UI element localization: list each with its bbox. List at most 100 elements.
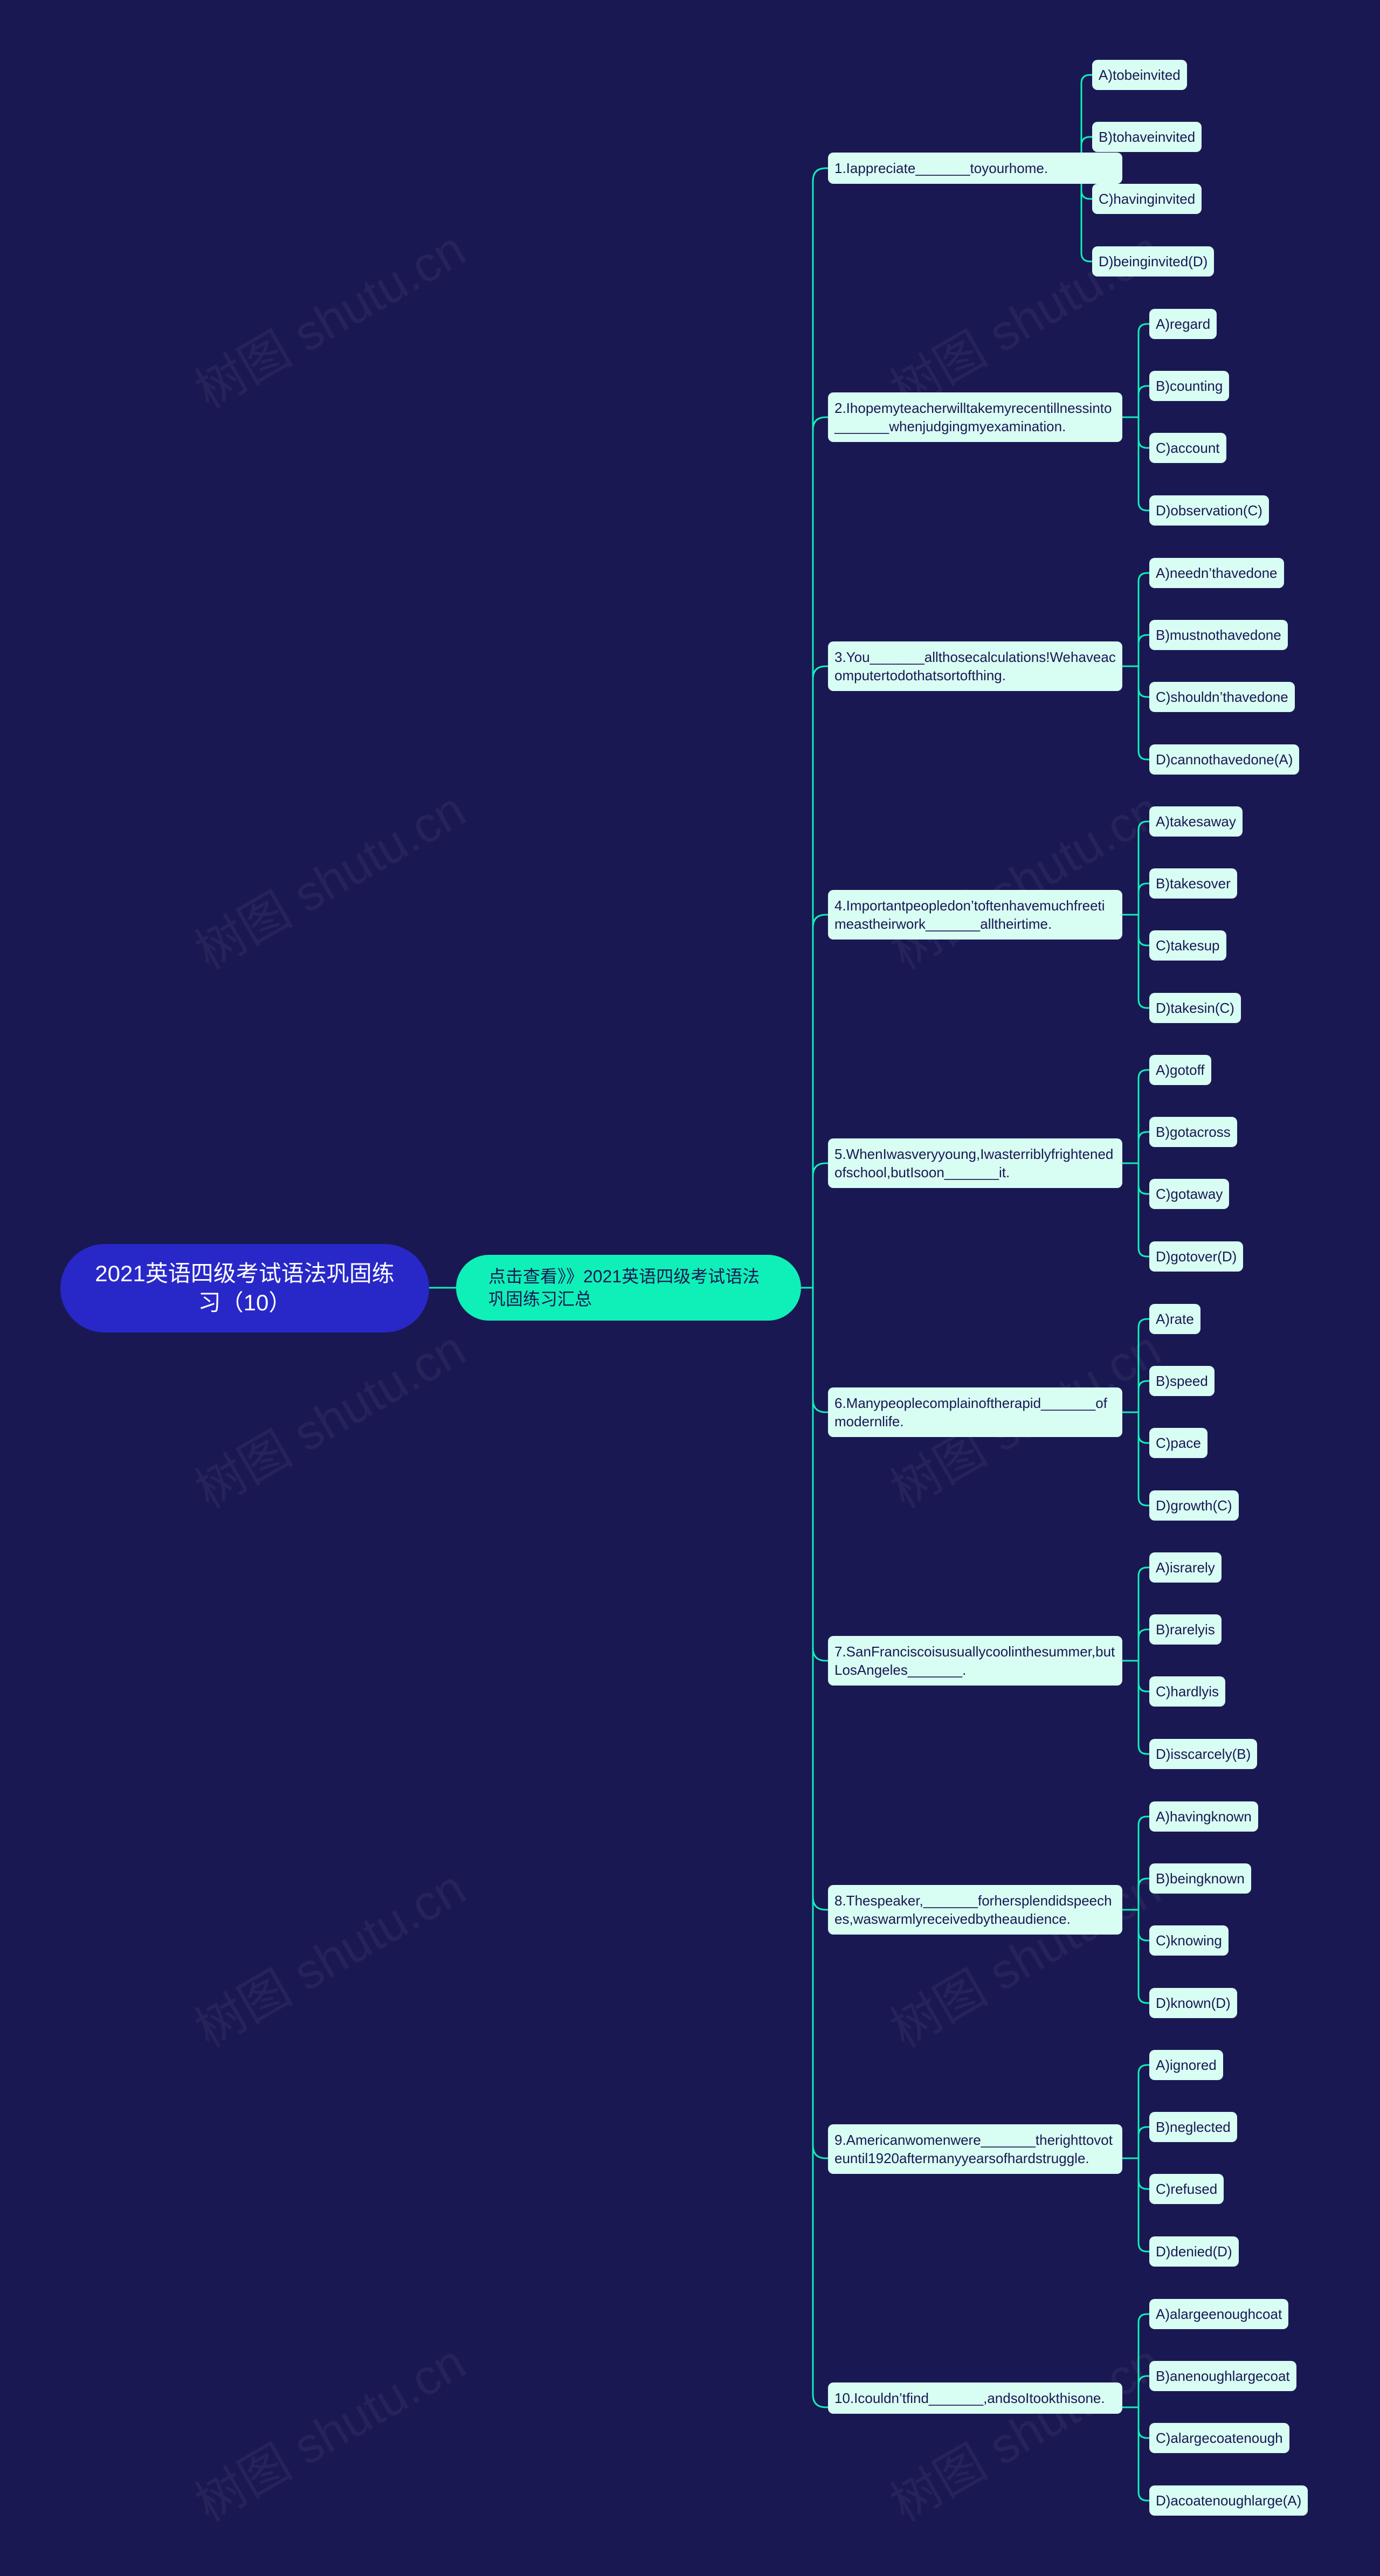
option-node[interactable]: B)gotacross (1149, 1117, 1237, 1147)
option-node[interactable]: D)known(D) (1149, 1988, 1237, 2018)
option-node[interactable]: D)observation(C) (1149, 495, 1269, 526)
question-node[interactable]: 6.Manypeoplecomplainoftherapid_______ofm… (828, 1387, 1122, 1437)
option-link (1137, 882, 1149, 915)
option-link (1137, 2064, 1149, 2158)
option-link (1137, 2126, 1149, 2158)
question-node[interactable]: 3.You_______allthosecalculations!Wehavea… (828, 641, 1122, 691)
option-link (1137, 1163, 1149, 1258)
trunk-branch-link (812, 1288, 828, 1413)
trunk-branch-link (812, 665, 828, 1288)
option-node[interactable]: D)isscarcely(B) (1149, 1739, 1258, 1769)
option-link (1137, 634, 1149, 666)
option-link (1137, 417, 1149, 512)
option-node[interactable]: B)tohaveinvited (1092, 122, 1202, 152)
question-node[interactable]: 1.Iappreciate_______toyourhome. (828, 153, 1122, 184)
option-node[interactable]: A)rate (1149, 1304, 1200, 1334)
option-node[interactable]: A)israrely (1149, 1552, 1222, 1583)
option-link (1137, 2158, 1149, 2190)
option-link (1137, 1815, 1149, 1910)
option-node[interactable]: C)hardlyis (1149, 1676, 1226, 1707)
question-node[interactable]: 9.Americanwomenwere_______therighttovote… (828, 2124, 1122, 2174)
hub-topic-label: 点击查看》》2021英语四级考试语法巩固练习汇总 (488, 1267, 760, 1309)
option-link (1137, 1628, 1149, 1661)
option-node[interactable]: A)ignored (1149, 2050, 1223, 2080)
option-link (1137, 1910, 1149, 2004)
option-node[interactable]: C)havinginvited (1092, 184, 1202, 214)
option-link (1137, 915, 1149, 947)
option-link (1137, 820, 1149, 915)
option-link (1137, 915, 1149, 1009)
question-node[interactable]: 2.Ihopemyteacherwilltakemyrecentillnessi… (828, 392, 1122, 442)
option-link (1137, 1566, 1149, 1661)
option-node[interactable]: C)pace (1149, 1428, 1208, 1458)
question-node[interactable]: 4.Importantpeopledon’toftenhavemuchfreet… (828, 890, 1122, 940)
option-node[interactable]: A)gotoff (1149, 1055, 1211, 1085)
option-node[interactable]: B)counting (1149, 371, 1230, 401)
option-link (1137, 2407, 1149, 2502)
option-node[interactable]: B)rarelyis (1149, 1614, 1222, 1645)
option-node[interactable]: C)knowing (1149, 1925, 1229, 1956)
option-link (1080, 136, 1092, 168)
option-link (1137, 2407, 1149, 2439)
question-node[interactable]: 5.WhenIwasveryyoung,Iwasterriblyfrighten… (828, 1138, 1122, 1188)
option-node[interactable]: A)alargeenoughcoat (1149, 2299, 1289, 2329)
option-node[interactable]: C)account (1149, 433, 1226, 463)
option-node[interactable]: A)regard (1149, 309, 1217, 339)
option-node[interactable]: D)gotover(D) (1149, 1241, 1244, 1272)
option-node[interactable]: D)beinginvited(D) (1092, 246, 1215, 277)
option-link (1137, 417, 1149, 449)
option-link (1137, 1661, 1149, 1693)
option-node[interactable]: D)cannothavedone(A) (1149, 744, 1300, 775)
option-link (1137, 1318, 1149, 1412)
option-node[interactable]: B)neglected (1149, 2112, 1237, 2142)
option-node[interactable]: A)tobeinvited (1092, 60, 1187, 90)
option-link (1137, 572, 1149, 666)
option-node[interactable]: B)speed (1149, 1366, 1215, 1396)
option-link (1137, 2313, 1149, 2407)
option-node[interactable]: B)beingknown (1149, 1863, 1251, 1894)
trunk-branch-link (812, 167, 828, 1288)
option-link (1137, 1910, 1149, 1942)
trunk-branch-link (812, 914, 828, 1288)
option-link (1137, 1412, 1149, 1444)
option-node[interactable]: D)denied(D) (1149, 2236, 1239, 2267)
option-node[interactable]: C)refused (1149, 2174, 1224, 2204)
option-node[interactable]: B)takesover (1149, 868, 1237, 899)
trunk-branch-link (812, 1288, 828, 2408)
hub-topic-link[interactable]: 点击查看》》2021英语四级考试语法巩固练习汇总 (456, 1255, 801, 1321)
option-link (1137, 1380, 1149, 1412)
option-link (1137, 2375, 1149, 2407)
option-link (1137, 1412, 1149, 1507)
option-link (1080, 168, 1092, 263)
option-link (1137, 323, 1149, 417)
option-node[interactable]: B)anenoughlargecoat (1149, 2361, 1296, 2391)
trunk-branch-link (812, 1288, 828, 1662)
option-node[interactable]: C)gotaway (1149, 1179, 1230, 1209)
option-node[interactable]: C)shouldn’thavedone (1149, 682, 1295, 712)
option-link (1137, 1877, 1149, 1910)
option-link (1137, 1661, 1149, 1755)
option-node[interactable]: A)needn’thavedone (1149, 558, 1284, 588)
trunk-branch-link (812, 1288, 828, 2159)
question-node[interactable]: 10.Icouldn’tfind_______,andsoItookthison… (828, 2382, 1122, 2414)
trunk-branch-link (812, 1288, 828, 1911)
option-link (1080, 74, 1092, 168)
trunk-branch-link (812, 1162, 828, 1288)
trunk-branch-link (812, 416, 828, 1288)
option-node[interactable]: C)takesup (1149, 930, 1226, 961)
option-node[interactable]: D)takesin(C) (1149, 993, 1241, 1023)
option-link (1137, 385, 1149, 417)
question-node[interactable]: 7.SanFranciscoisusuallycoolinthesummer,b… (828, 1636, 1122, 1686)
root-topic-label: 2021英语四级考试语法巩固练习（10） (95, 1261, 395, 1315)
option-link (1137, 1069, 1149, 1163)
option-link (1137, 1131, 1149, 1163)
root-topic[interactable]: 2021英语四级考试语法巩固练习（10） (60, 1244, 429, 1332)
option-node[interactable]: A)havingknown (1149, 1801, 1258, 1832)
option-node[interactable]: B)mustnothavedone (1149, 620, 1288, 650)
option-node[interactable]: D)growth(C) (1149, 1490, 1239, 1521)
option-node[interactable]: C)alargecoatenough (1149, 2423, 1289, 2453)
question-node[interactable]: 8.Thespeaker,_______forhersplendidspeech… (828, 1885, 1122, 1935)
option-node[interactable]: A)takesaway (1149, 806, 1243, 837)
option-node[interactable]: D)acoatenoughlarge(A) (1149, 2485, 1308, 2516)
